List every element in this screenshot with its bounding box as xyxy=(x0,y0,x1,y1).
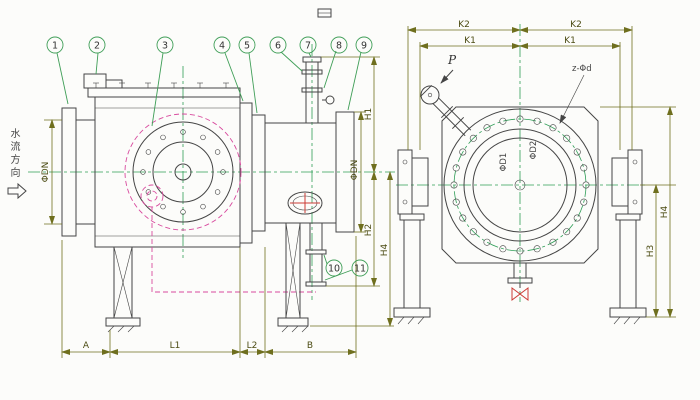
bolt-pattern-callout: z-Φd xyxy=(559,64,592,124)
sight-glass xyxy=(287,191,323,215)
dim-label-dn-inlet: ΦDN xyxy=(41,162,51,183)
callout-number-6: 6 xyxy=(275,41,281,52)
pressure-point-marker: P xyxy=(440,53,457,84)
callout-number-2: 2 xyxy=(94,41,100,52)
callout-number-10: 10 xyxy=(328,264,340,275)
callout-number-1: 1 xyxy=(52,41,58,52)
front-body-outline xyxy=(441,106,599,264)
callout-number-3: 3 xyxy=(162,41,168,52)
callout-balloon-7: 7 xyxy=(299,36,317,58)
dim-label-k1-left: K1 xyxy=(464,36,476,46)
detail-marker xyxy=(317,8,332,18)
callout-balloon-8: 8 xyxy=(323,36,348,89)
callout-number-7: 7 xyxy=(305,41,311,52)
bolt-pattern-label: z-Φd xyxy=(572,64,592,74)
trunnion-left xyxy=(397,149,429,215)
side-bottom-dimensions: A L1 L2 B xyxy=(61,236,357,358)
front-top-dimensions: K2 K2 K1 K1 xyxy=(407,20,633,150)
dim-label-h4-side: H4 xyxy=(380,243,390,256)
disc-bolt-holes xyxy=(140,129,226,215)
side-right-dimensions: ΦDN H1 H2 H4 xyxy=(310,56,394,327)
dim-label-k1-right: K1 xyxy=(564,36,576,46)
front-centerlines xyxy=(396,24,648,302)
dim-label-h2: H2 xyxy=(364,224,374,237)
callout-number-8: 8 xyxy=(336,41,342,52)
dia-d1-label: ΦD1 xyxy=(499,153,509,172)
dim-label-h1: H1 xyxy=(364,108,374,121)
callout-number-9: 9 xyxy=(361,41,367,52)
callout-balloon-6: 6 xyxy=(269,36,303,72)
side-centerlines xyxy=(28,44,395,300)
flow-direction-label: 水流方向 xyxy=(8,128,19,180)
front-leg-right xyxy=(609,213,647,325)
support-leg-left xyxy=(105,246,141,333)
front-bolt-holes xyxy=(450,115,590,255)
callout-number-5: 5 xyxy=(244,41,250,52)
gear-housing xyxy=(83,73,123,89)
callout-balloon-5: 5 xyxy=(238,36,258,114)
dim-label-l2: L2 xyxy=(247,341,258,351)
flow-direction-arrow xyxy=(7,182,27,200)
dim-label-h3: H3 xyxy=(646,245,656,258)
inlet-bore-dimension: ΦDN xyxy=(41,119,62,225)
dim-label-b: B xyxy=(307,341,313,351)
hidden-gear-train xyxy=(124,113,316,293)
dim-label-l1: L1 xyxy=(170,341,181,351)
bypass-valve-diagonal xyxy=(419,84,472,137)
dim-label-k2-left: K2 xyxy=(458,20,470,30)
drain-pipe xyxy=(305,223,327,287)
dim-label-a: A xyxy=(83,341,90,351)
support-leg-right xyxy=(277,222,309,333)
front-right-dimensions: H3 H4 xyxy=(600,106,676,318)
pressure-point-label: P xyxy=(447,53,457,67)
top-cover xyxy=(87,82,241,98)
callout-balloon-4: 4 xyxy=(213,36,244,102)
callout-balloon-1: 1 xyxy=(46,36,69,105)
dim-label-k2-right: K2 xyxy=(570,20,582,30)
front-view: K2 K2 K1 K1 H3 H4 P z-Φd ΦD1 ΦD2 xyxy=(393,20,676,325)
cover-bolts xyxy=(93,82,229,88)
callout-balloon-3: 3 xyxy=(151,36,174,127)
dim-label-dn-outlet: ΦDN xyxy=(350,160,360,181)
callout-number-11: 11 xyxy=(354,264,366,275)
front-leg-left xyxy=(393,213,431,325)
callout-balloon-2: 2 xyxy=(88,36,106,75)
callout-balloon-10: 10 xyxy=(323,254,343,277)
vent-valve-stack xyxy=(301,56,335,123)
trunnion-right xyxy=(611,149,643,215)
disc-assembly xyxy=(132,121,234,223)
callout-number-4: 4 xyxy=(219,41,225,52)
dia-d2-label: ΦD2 xyxy=(529,141,539,160)
inlet-flange xyxy=(61,107,95,237)
dim-label-h4-front: H4 xyxy=(660,205,670,218)
front-drain xyxy=(507,263,533,301)
side-view: A L1 L2 B ΦDN ΦDN H1 H2 H4 xyxy=(7,8,395,358)
front-flange-circles xyxy=(443,108,597,262)
callout-balloon-11: 11 xyxy=(324,259,369,281)
callout-balloon-9: 9 xyxy=(347,36,373,111)
